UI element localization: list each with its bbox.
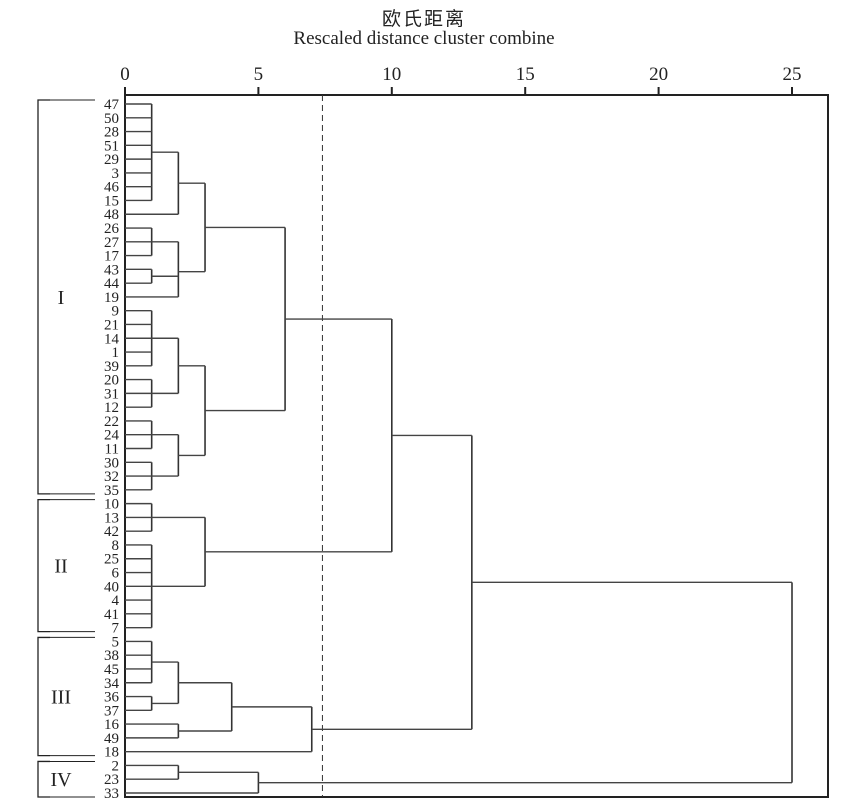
leaf-label: 31 — [104, 386, 119, 402]
leaf-label: 26 — [104, 221, 120, 237]
leaf-label: 15 — [104, 193, 119, 209]
leaf-label: 10 — [104, 497, 119, 513]
group-label: IV — [50, 769, 72, 791]
leaf-label: 22 — [104, 414, 119, 430]
leaf-label: 23 — [104, 772, 119, 788]
leaf-label: 44 — [104, 276, 120, 292]
leaf-label: 43 — [104, 262, 119, 278]
leaf-label: 49 — [104, 731, 119, 747]
leaf-label: 19 — [104, 290, 119, 306]
x-tick-label: 10 — [382, 64, 401, 85]
leaf-label: 17 — [104, 249, 120, 265]
leaf-label: 38 — [104, 648, 119, 664]
leaf-label: 3 — [112, 166, 120, 182]
x-tick-label: 0 — [120, 64, 130, 85]
leaf-label: 32 — [104, 469, 119, 485]
group-bracket — [37, 636, 50, 757]
chart-subtitle: Rescaled distance cluster combine — [293, 28, 555, 49]
leaf-label: 20 — [104, 373, 119, 389]
plot-frame — [124, 94, 829, 798]
leaf-label: 2 — [112, 758, 120, 774]
group-label: III — [51, 687, 71, 709]
leaf-label: 42 — [104, 524, 119, 540]
leaf-label: 13 — [104, 510, 119, 526]
leaf-label: 7 — [112, 621, 120, 637]
leaf-label: 45 — [104, 662, 119, 678]
leaf-label: 5 — [112, 634, 120, 650]
group-label: I — [58, 287, 65, 309]
group-bracket — [37, 760, 50, 798]
leaf-label: 39 — [104, 359, 119, 375]
group-bracket — [37, 498, 50, 633]
leaf-label: 8 — [112, 538, 120, 554]
x-tick-label: 5 — [254, 64, 264, 85]
leaf-label: 24 — [104, 428, 120, 444]
group-bracket — [37, 99, 50, 495]
leaf-label: 25 — [104, 552, 119, 568]
x-tick-label: 25 — [783, 64, 802, 85]
leaf-label: 14 — [104, 331, 120, 347]
leaf-label: 36 — [104, 690, 120, 706]
leaf-label: 6 — [112, 566, 120, 582]
x-tick-label: 15 — [516, 64, 535, 85]
leaf-label: 46 — [104, 180, 120, 196]
leaf-label: 40 — [104, 579, 119, 595]
leaf-label: 4 — [112, 593, 120, 609]
leaf-label: 16 — [104, 717, 120, 733]
leaf-label: 9 — [112, 304, 120, 320]
leaf-label: 47 — [104, 97, 120, 113]
leaf-label: 37 — [104, 703, 120, 719]
x-tick-label: 20 — [649, 64, 668, 85]
leaf-label: 18 — [104, 745, 119, 761]
leaf-label: 12 — [104, 400, 119, 416]
chart-title: 欧氏距离 — [381, 9, 466, 30]
leaf-label: 21 — [104, 317, 119, 333]
leaf-label: 51 — [104, 138, 119, 154]
leaf-label: 41 — [104, 607, 119, 623]
leaf-label: 29 — [104, 152, 119, 168]
leaf-label: 33 — [104, 786, 119, 802]
leaf-label: 11 — [105, 442, 119, 458]
leaf-label: 30 — [104, 455, 119, 471]
leaf-label: 34 — [104, 676, 120, 692]
leaf-label: 50 — [104, 111, 119, 127]
group-label: II — [54, 556, 67, 578]
leaf-label: 27 — [104, 235, 120, 251]
leaf-label: 35 — [104, 483, 119, 499]
leaf-label: 28 — [104, 125, 119, 141]
leaf-label: 48 — [104, 207, 119, 223]
leaf-label: 1 — [112, 345, 120, 361]
